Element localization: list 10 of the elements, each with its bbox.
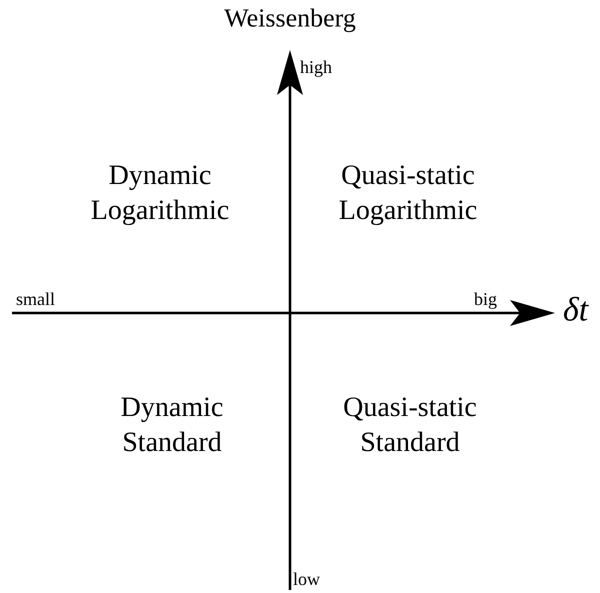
quadrant-label: Dynamic Logarithmic xyxy=(90,159,230,228)
quadrant-label: Dynamic Standard xyxy=(120,391,224,460)
quadrant-label: Quasi-static Standard xyxy=(342,391,478,460)
axis-end-label: big xyxy=(474,289,498,311)
axis-title: δt xyxy=(563,290,588,331)
axis-end-label: high xyxy=(300,57,332,79)
axis-end-label: low xyxy=(293,569,320,591)
axis-end-label: small xyxy=(16,289,55,311)
axis-title: Weissenberg xyxy=(224,2,356,34)
quadrant-label: Quasi-static Logarithmic xyxy=(338,159,478,228)
